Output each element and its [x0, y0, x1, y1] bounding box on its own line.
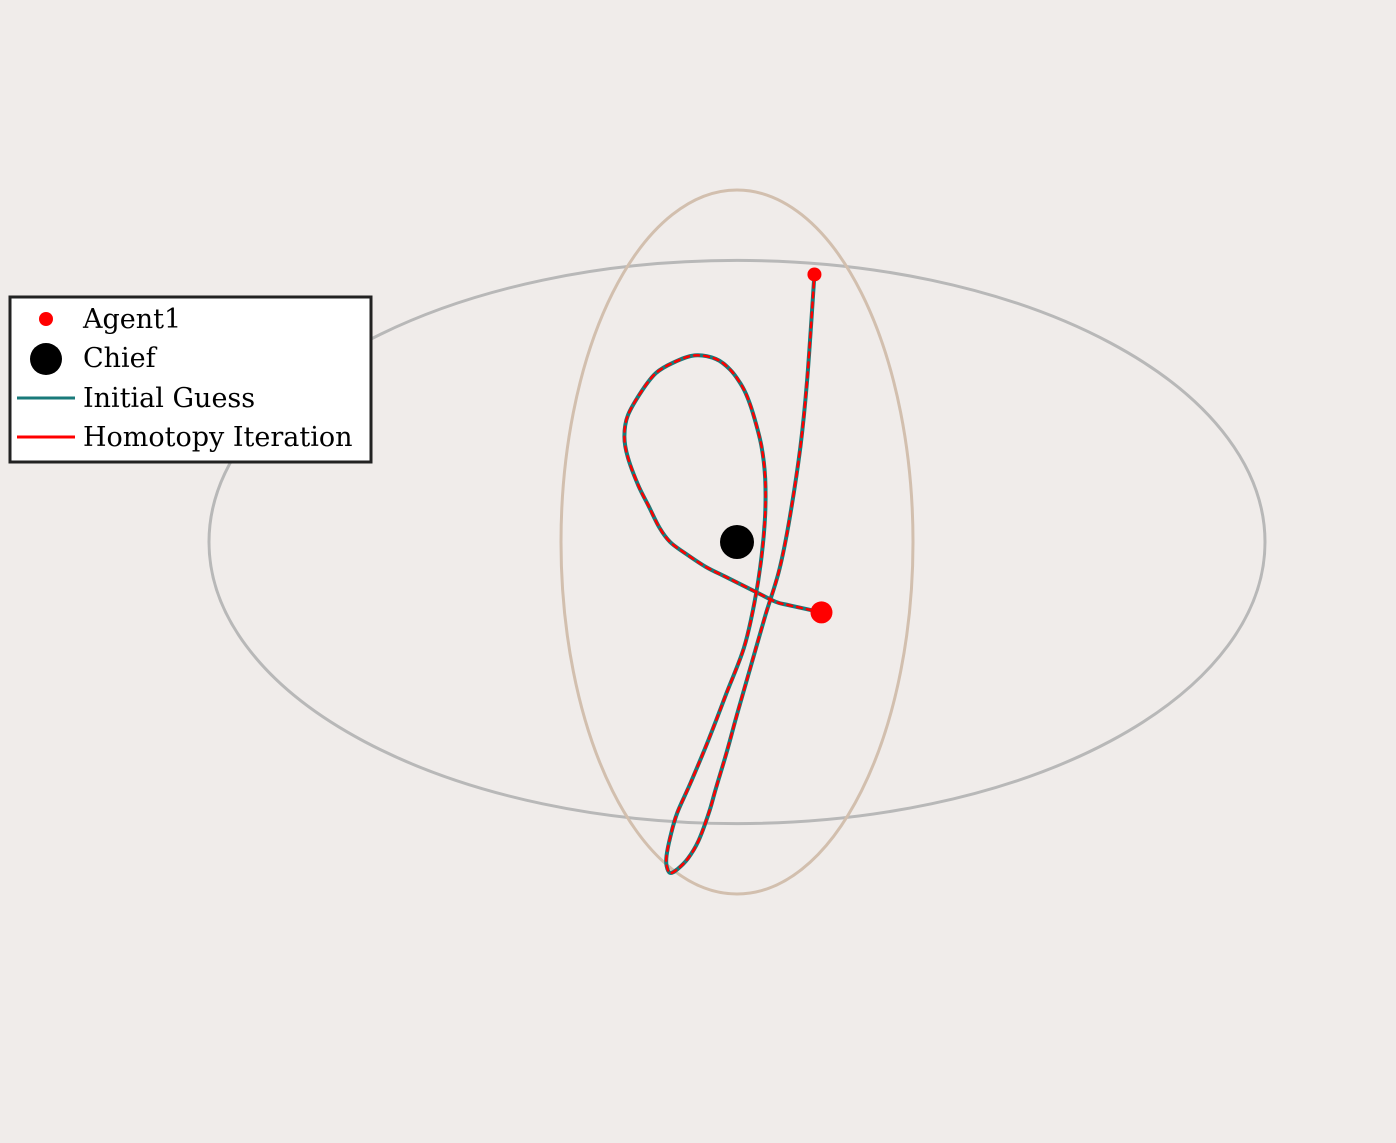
legend-label-agent1: Agent1	[82, 304, 181, 335]
legend-label-chief: Chief	[83, 343, 158, 374]
legend-label-initial-guess: Initial Guess	[83, 383, 255, 414]
markers	[720, 267, 833, 624]
series-line-homotopy-iteration	[623, 273, 823, 875]
legend-box	[8, 295, 373, 464]
reference-orbit-1	[559, 188, 915, 896]
chief-marker	[720, 525, 754, 559]
agent1-marker-1	[810, 601, 833, 624]
reference-orbit-0	[207, 258, 1267, 826]
legend-chief-marker	[30, 343, 62, 375]
trajectories	[622, 272, 824, 876]
reference-orbits	[207, 188, 1267, 896]
legend-agent1-marker	[39, 312, 53, 326]
agent1-marker-0	[807, 267, 822, 282]
legend: Agent1 Chief Initial Guess Homotopy Iter…	[8, 295, 373, 464]
legend-label-homotopy-iteration: Homotopy Iteration	[83, 422, 353, 453]
